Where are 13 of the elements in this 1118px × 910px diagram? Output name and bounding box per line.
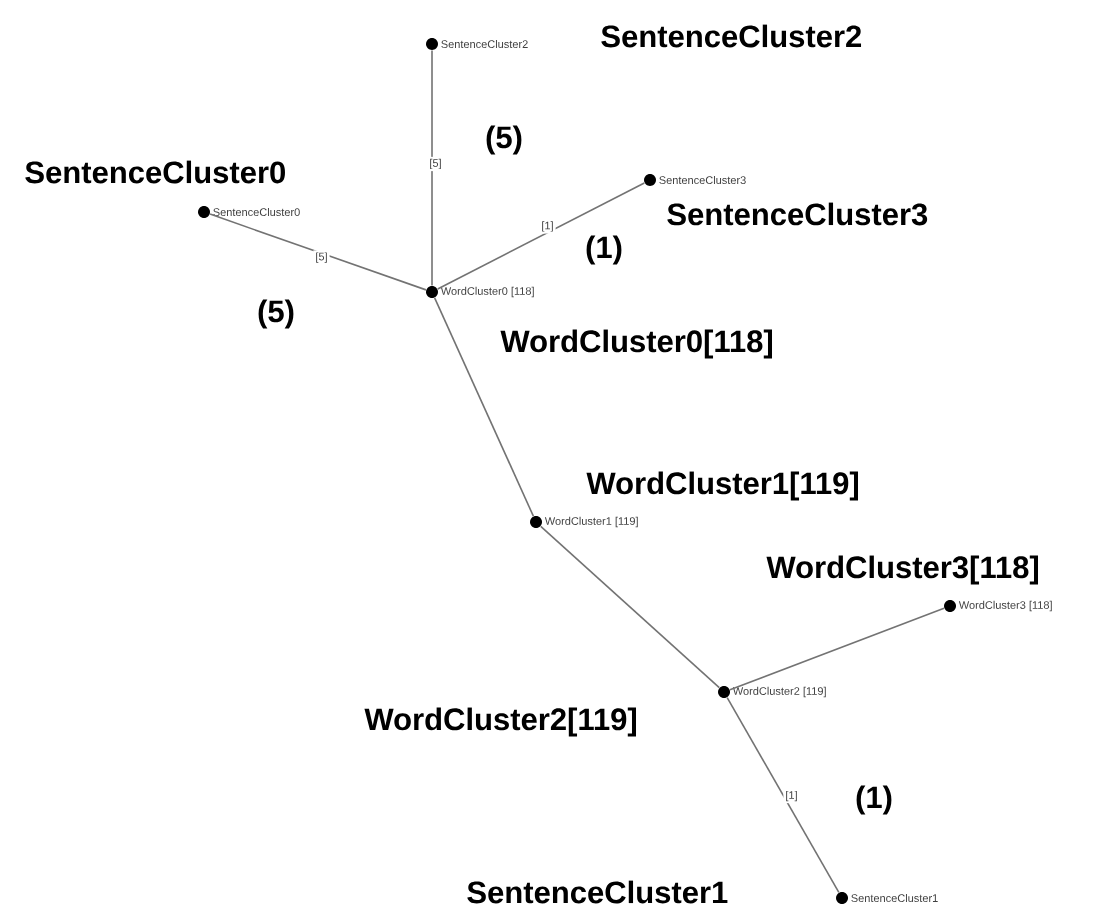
connector-line (726, 696, 840, 894)
annotation-text: (1) (586, 235, 622, 265)
annotation-text: (5) (486, 125, 522, 155)
connector-line (431, 49, 433, 287)
annotation-text: SentenceCluster1 (467, 880, 728, 904)
connector-line (729, 607, 945, 691)
connector-line (436, 182, 646, 290)
connector-line (433, 297, 535, 517)
annotation-text: SentenceCluster2 (601, 24, 862, 48)
annotation-text: (5) (258, 299, 294, 329)
connector-line (209, 213, 427, 291)
annotation-text: (1) (856, 785, 892, 815)
connector-line (539, 525, 721, 689)
